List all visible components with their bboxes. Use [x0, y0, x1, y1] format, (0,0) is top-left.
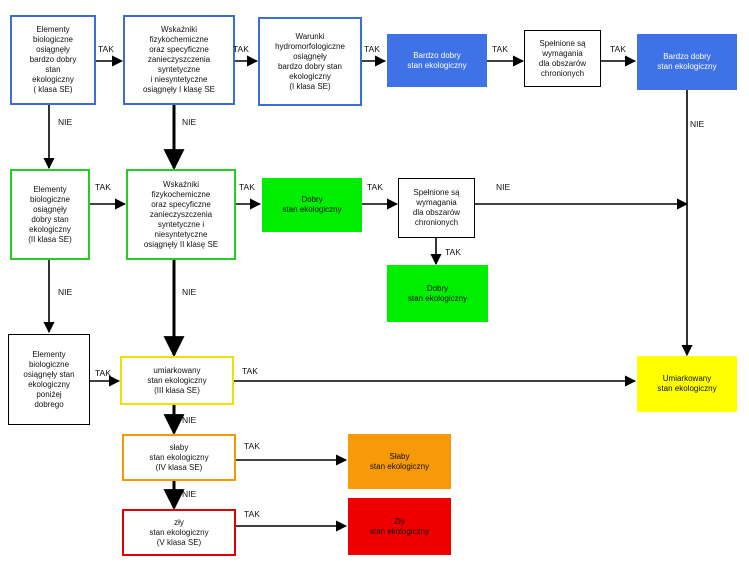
label-no: NIE: [182, 287, 197, 297]
label-yes: TAK: [367, 182, 383, 192]
node-bio-good: Elementy biologiczne osiągnęły dobry sta…: [10, 169, 90, 260]
node-bio-below-good: Elementy biologiczne osiągnęły stan ekol…: [8, 334, 90, 425]
label-no: NIE: [58, 287, 73, 297]
status-good-1: Dobry stan ekologiczny: [262, 178, 362, 232]
node-protected-areas-2: Spełnione są wymagania dla obszarów chro…: [398, 178, 475, 238]
label-no: NIE: [690, 119, 705, 129]
label-no: NIE: [182, 117, 197, 127]
label-yes: TAK: [244, 509, 260, 519]
label-yes: TAK: [98, 44, 114, 54]
label-no: NIE: [182, 415, 197, 425]
status-poor: Słaby stan ekologiczny: [348, 434, 451, 489]
label-yes: TAK: [95, 182, 111, 192]
node-hydro-very-good: Warunki hydromorfologiczne osiągnęły bar…: [258, 17, 362, 106]
label-no: NIE: [58, 117, 73, 127]
label-yes: TAK: [233, 44, 249, 54]
label-yes: TAK: [610, 44, 626, 54]
status-moderate: Umiarkowany stan ekologiczny: [637, 356, 737, 412]
node-bio-very-good: Elementy biologiczne osiągnęły bardzo do…: [10, 15, 96, 105]
label-yes: TAK: [239, 182, 255, 192]
status-good-2: Dobry stan ekologiczny: [387, 265, 488, 322]
label-yes: TAK: [95, 368, 111, 378]
node-phys-very-good: Wskaźniki fizykochemiczne oraz specyficz…: [123, 15, 235, 105]
node-bad-check: zły stan ekologiczny (V klasa SE): [122, 509, 236, 556]
label-no: NIE: [182, 489, 197, 499]
label-yes: TAK: [364, 44, 380, 54]
node-phys-good: Wskaźniki fizykochemiczne oraz specyficz…: [126, 169, 236, 260]
label-yes: TAK: [244, 441, 260, 451]
node-protected-areas-1: Spełnione są wymagania dla obszarów chro…: [524, 30, 601, 87]
label-yes: TAK: [242, 366, 258, 376]
label-yes: TAK: [492, 44, 508, 54]
label-yes: TAK: [445, 247, 461, 257]
status-bad: Zły stan ekologiczny: [348, 498, 451, 555]
status-very-good-1: Bardzo dobry stan ekologiczny: [387, 34, 487, 87]
status-very-good-2: Bardzo dobry stan ekologiczny: [637, 34, 737, 90]
label-no: NIE: [496, 182, 511, 192]
node-poor-check: słaby stan ekologiczny (IV klasa SE): [122, 434, 236, 481]
node-moderate-check: umiarkowany stan ekologiczny (III klasa …: [120, 356, 234, 405]
